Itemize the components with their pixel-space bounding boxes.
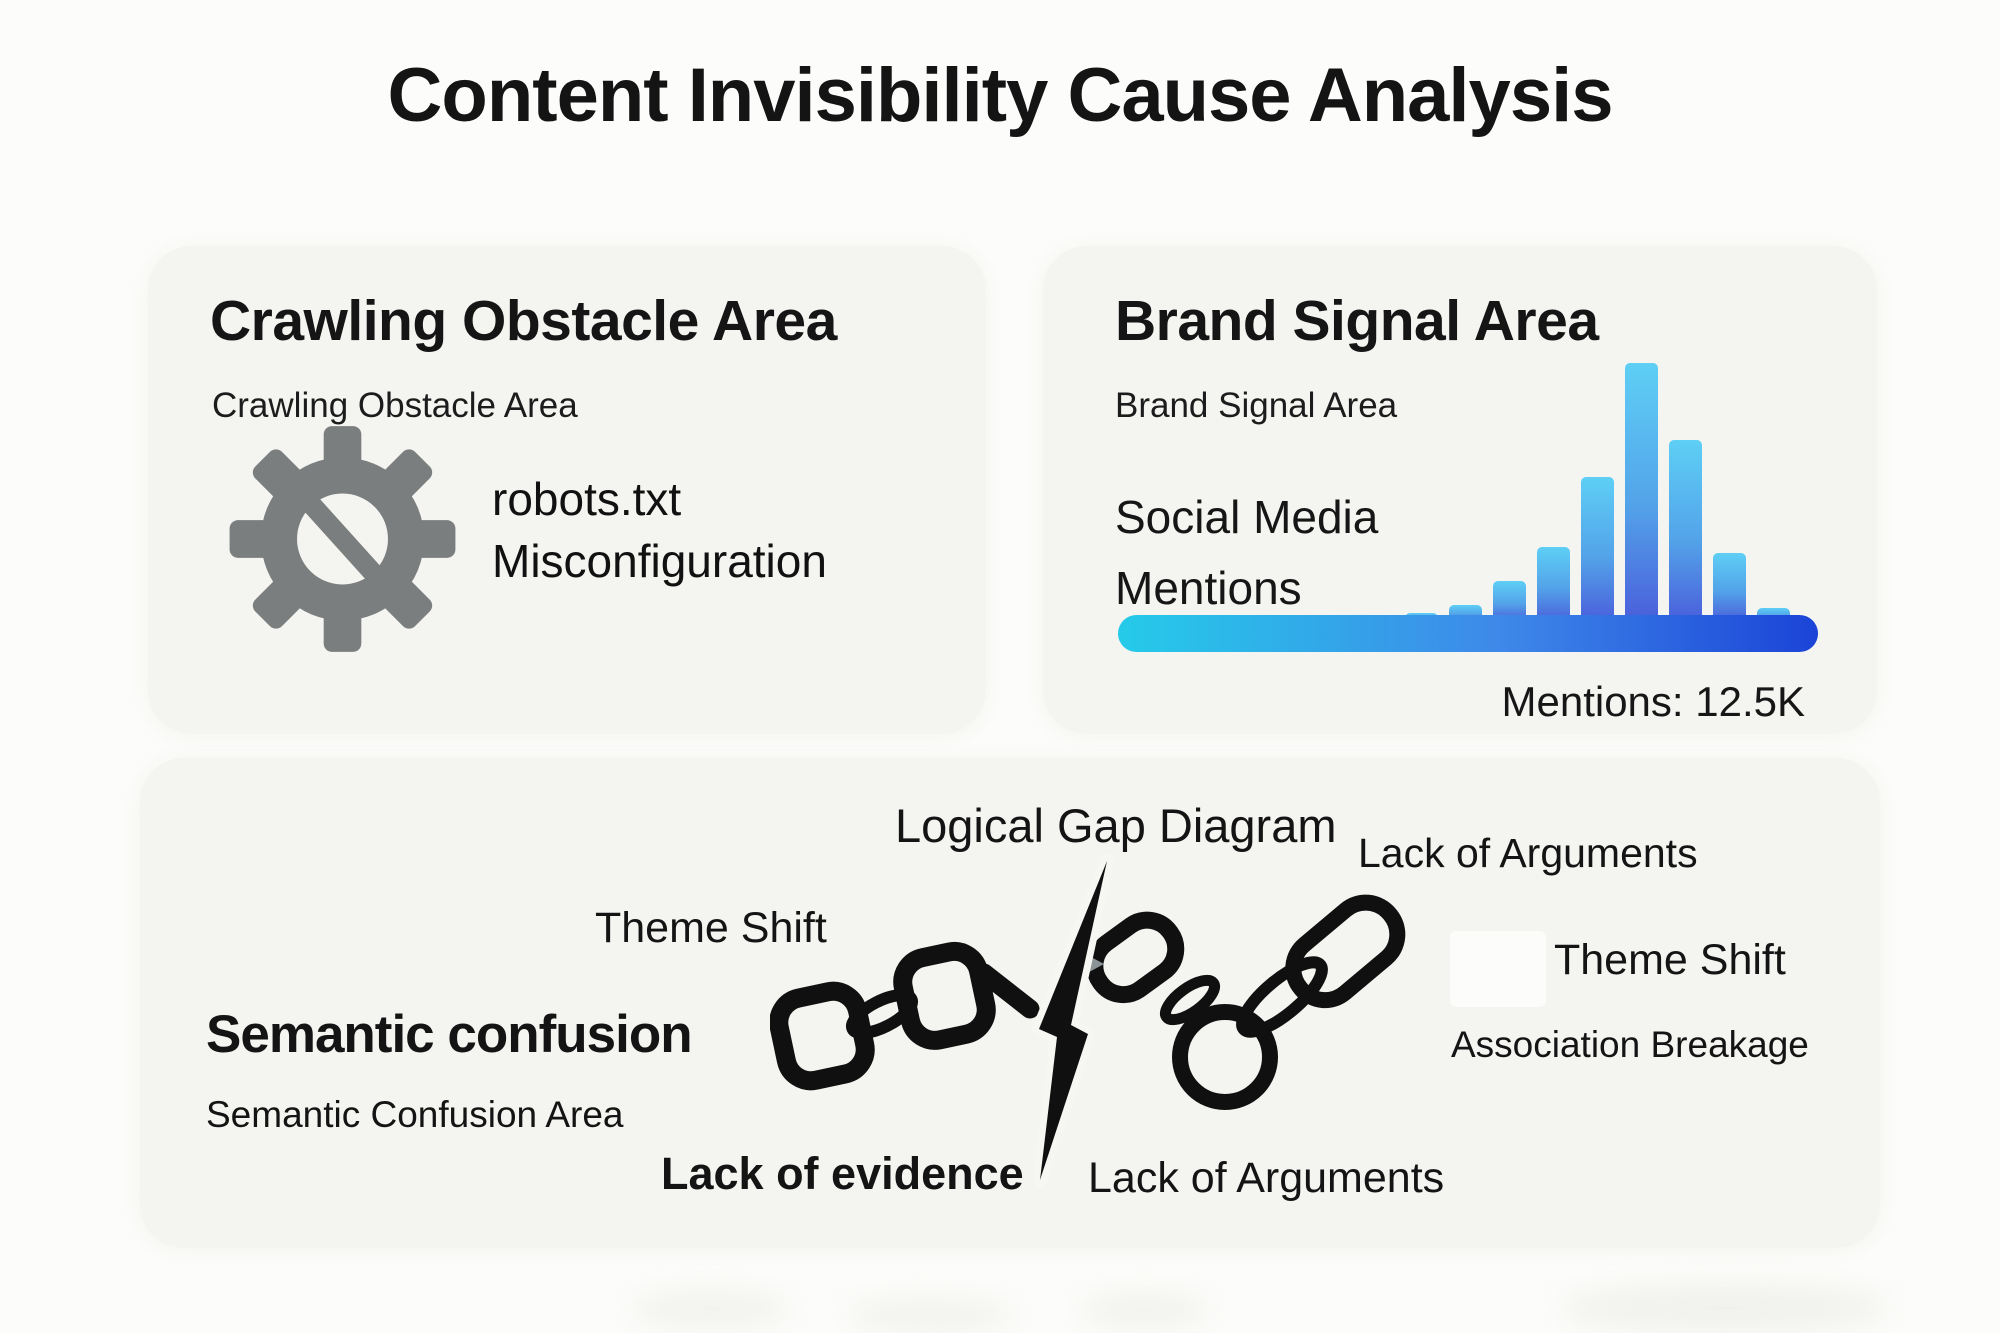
logical-gap-title: Logical Gap Diagram [895, 799, 1337, 852]
social-media-mentions-label: Social Media Mentions [1115, 482, 1378, 625]
theme-shift-right-label: Theme Shift [1554, 936, 1786, 984]
brand-card-subheading: Brand Signal Area [1115, 386, 1398, 425]
social-line-1: Social Media [1115, 491, 1379, 543]
mentions-gradient-baseline-bar [1118, 615, 1818, 652]
white-patch [1450, 931, 1546, 1007]
association-breakage-label: Association Breakage [1451, 1024, 1809, 1065]
mention-bar [1625, 363, 1658, 622]
background-smudge [630, 1292, 790, 1326]
card-brand-signal: Brand Signal Area Brand Signal Area Soci… [1043, 246, 1877, 734]
issue-line-1: robots.txt [492, 473, 682, 525]
page-title: Content Invisibility Cause Analysis [387, 53, 1614, 138]
mention-bar [1713, 553, 1746, 622]
theme-shift-left-label: Theme Shift [595, 904, 827, 952]
card-logical-gap: Logical Gap Diagram Lack of Arguments Th… [140, 758, 1880, 1248]
issue-line-2: Misconfiguration [492, 535, 827, 588]
semantic-confusion-label: Semantic confusion [206, 1005, 693, 1064]
background-smudge [1560, 1284, 1890, 1332]
gear-prohibition-icon [229, 426, 456, 652]
crawling-card-heading: Crawling Obstacle Area [210, 289, 837, 353]
background-smudge [845, 1300, 1015, 1330]
mentions-bar-chart [1405, 363, 1790, 622]
crawling-card-subheading: Crawling Obstacle Area [212, 386, 578, 425]
lack-of-evidence-label: Lack of evidence [661, 1148, 1024, 1199]
mention-bar [1669, 440, 1702, 622]
broken-chain-icon [770, 854, 1406, 1187]
brand-card-heading: Brand Signal Area [1115, 289, 1599, 353]
semantic-confusion-area-label: Semantic Confusion Area [206, 1094, 624, 1135]
card-crawling-obstacle: Crawling Obstacle Area Crawling Obstacle… [148, 246, 986, 734]
mention-bar [1537, 547, 1570, 622]
lack-of-arguments-top-label: Lack of Arguments [1358, 830, 1698, 876]
background-smudge [1080, 1294, 1210, 1326]
social-line-2: Mentions [1115, 562, 1302, 615]
mentions-count-label: Mentions: 12.5K [1501, 678, 1805, 725]
lack-of-arguments-bottom-label: Lack of Arguments [1088, 1154, 1445, 1202]
crawling-issue-label: robots.txt Misconfiguration [492, 468, 827, 592]
mention-bar [1581, 477, 1614, 622]
